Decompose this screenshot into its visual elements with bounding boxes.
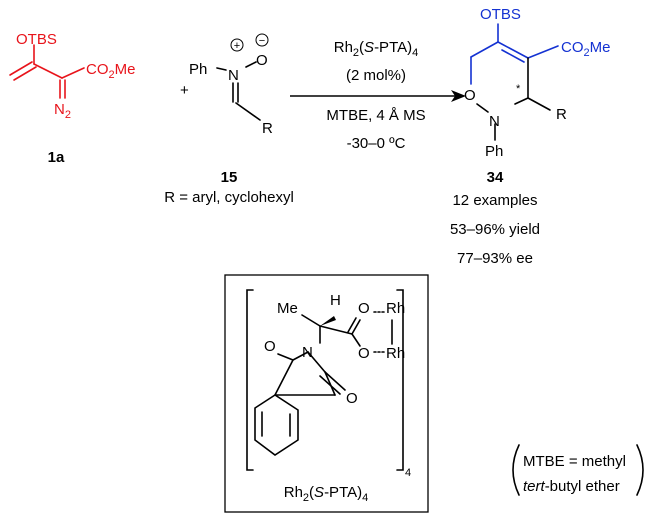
catalyst-carboxyl-oxygen-top: O <box>358 300 370 317</box>
compound-label-34: 34 <box>487 169 504 186</box>
catalyst-imide-oxygen-bottom: O <box>346 390 358 407</box>
product-ee: 77–93% ee <box>457 250 533 267</box>
nitrone-15-structure <box>216 33 269 121</box>
product-ring-oxygen: O <box>464 87 476 104</box>
conditions-temperature: -30–0 ºC <box>347 135 406 152</box>
catalyst-box <box>224 274 429 513</box>
catalyst-bracket-subscript: 4 <box>405 467 411 479</box>
conditions-solvent: MTBE, 4 Å MS <box>326 107 425 124</box>
conditions-catalyst: Rh2(S-PTA)4 <box>334 39 419 59</box>
reactant-1a-otbs: OTBS <box>16 31 57 48</box>
catalyst-rhodium-bottom: Rh <box>386 345 405 362</box>
catalyst-carboxyl-oxygen-bottom: O <box>358 345 370 362</box>
reactant-1a-ester: CO2Me <box>86 61 135 81</box>
note-left-paren <box>512 444 520 496</box>
catalyst-imide-nitrogen: N <box>302 344 313 361</box>
r-group-definition: R = aryl, cyclohexyl <box>164 189 294 206</box>
note-line-1: MTBE = methyl <box>523 453 626 470</box>
product-ring-nitrogen: N <box>489 113 500 130</box>
product-otbs: OTBS <box>480 6 521 23</box>
product-stereocenter-mark: * <box>516 83 521 95</box>
compound-label-1a: 1a <box>48 149 65 166</box>
plus-sign: + <box>180 82 189 99</box>
nitrone-r-group: R <box>262 120 273 137</box>
catalyst-rhodium-top: Rh <box>386 300 405 317</box>
product-examples: 12 examples <box>452 192 537 209</box>
reaction-arrow-head <box>451 90 466 102</box>
note-right-paren <box>636 444 644 496</box>
catalyst-name: Rh2(S-PTA)4 <box>284 484 369 504</box>
nitrone-minus-charge: − <box>259 35 265 47</box>
nitrone-phenyl: Ph <box>189 61 207 78</box>
nitrone-oxygen: O <box>256 52 268 69</box>
catalyst-hydrogen: H <box>330 292 341 309</box>
catalyst-imide-oxygen-top: O <box>264 338 276 355</box>
note-line-2: tert-butyl ether <box>523 478 620 495</box>
reactant-1a-structure <box>9 44 85 99</box>
catalyst-structure <box>246 289 404 471</box>
catalyst-methyl: Me <box>277 300 298 317</box>
compound-label-15: 15 <box>221 169 238 186</box>
product-ester: CO2Me <box>561 39 610 59</box>
product-yield: 53–96% yield <box>450 221 540 238</box>
nitrone-plus-charge: + <box>234 40 240 52</box>
product-34-structure <box>470 23 559 141</box>
conditions-loading: (2 mol%) <box>346 67 406 84</box>
product-n-phenyl: Ph <box>485 143 503 160</box>
reactant-1a-diazo: N2 <box>54 101 71 121</box>
product-r-group: R <box>556 106 567 123</box>
nitrone-nitrogen: N <box>228 67 239 84</box>
